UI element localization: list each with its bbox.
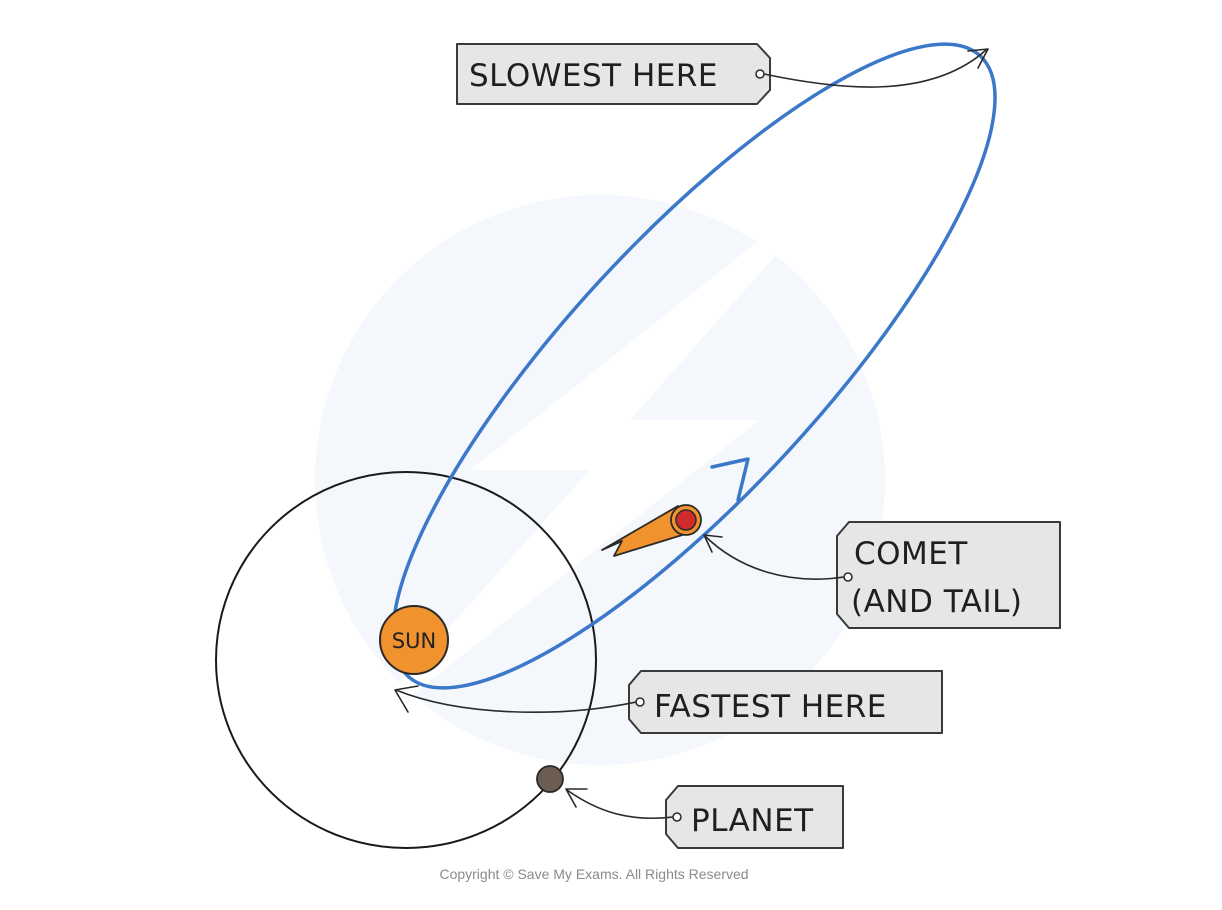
arrowhead-comet-icon [703,534,723,553]
tag-slowest-text: SLOWEST HERE [469,58,718,94]
planet-orbit [215,471,597,849]
watermark-logo [315,160,885,765]
pointer-fastest [395,689,637,713]
arrowhead-fastest-icon [394,685,419,713]
sun-label: SUN [392,629,436,653]
tag-fastest-text: FASTEST HERE [654,689,887,725]
pointer-slowest [763,49,987,88]
sun [379,605,449,675]
pointer-comet [704,535,845,580]
arrowhead-slowest-icon [967,48,989,69]
tag-slowest-here: SLOWEST HERE [456,43,989,105]
tag-fastest-here: FASTEST HERE [394,670,943,734]
arrowhead-planet-icon [565,788,588,808]
tag-comet-line1: COMET [854,536,968,572]
tag-planet-text: PLANET [691,803,814,839]
tag-comet-line2: (AND TAIL) [851,584,1022,620]
planet [536,765,564,793]
copyright-notice: Copyright © Save My Exams. All Rights Re… [439,866,748,882]
tag-comet: COMET (AND TAIL) [703,521,1061,629]
comet-head [675,509,697,531]
tag-planet: PLANET [565,785,844,849]
pointer-planet [566,789,674,820]
orbit-direction-arrow-icon [710,457,750,502]
